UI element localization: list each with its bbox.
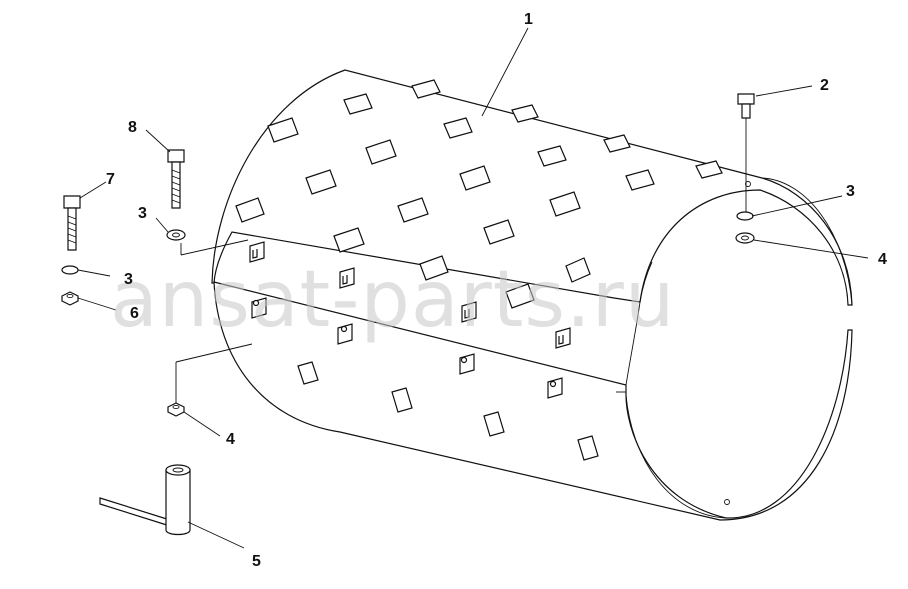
upper-shell-rasp-bars (235, 79, 723, 349)
upper-drum-shell (211, 69, 853, 306)
watermark-text: ansat-parts.ru (110, 255, 675, 345)
upper-bolt-hole (745, 181, 751, 187)
nut-4-lower (167, 343, 253, 417)
callout-3-left: 3 (124, 271, 133, 288)
bolt-8-stack (166, 149, 249, 256)
callout-3-mid: 3 (138, 205, 147, 222)
lower-bolt-hole (724, 499, 730, 505)
callout-labels: 1 2 3 4 8 3 7 3 6 4 5 (106, 11, 887, 570)
socket-wrench-tool (99, 464, 191, 536)
callout-5: 5 (252, 553, 261, 570)
callout-3-right: 3 (846, 183, 855, 200)
callout-2: 2 (820, 77, 829, 94)
lower-drum-shell (213, 281, 853, 521)
callout-8: 8 (128, 119, 137, 136)
bolt-7-stack (61, 195, 81, 306)
callout-4-lower: 4 (226, 431, 235, 448)
callout-1: 1 (524, 11, 533, 28)
callout-4-right: 4 (878, 251, 887, 268)
callout-6: 6 (130, 305, 139, 322)
leader-lines (77, 27, 869, 549)
callout-7: 7 (106, 171, 115, 188)
lower-shell-rasp-bars (251, 297, 599, 461)
right-fastener-stack (735, 93, 755, 244)
